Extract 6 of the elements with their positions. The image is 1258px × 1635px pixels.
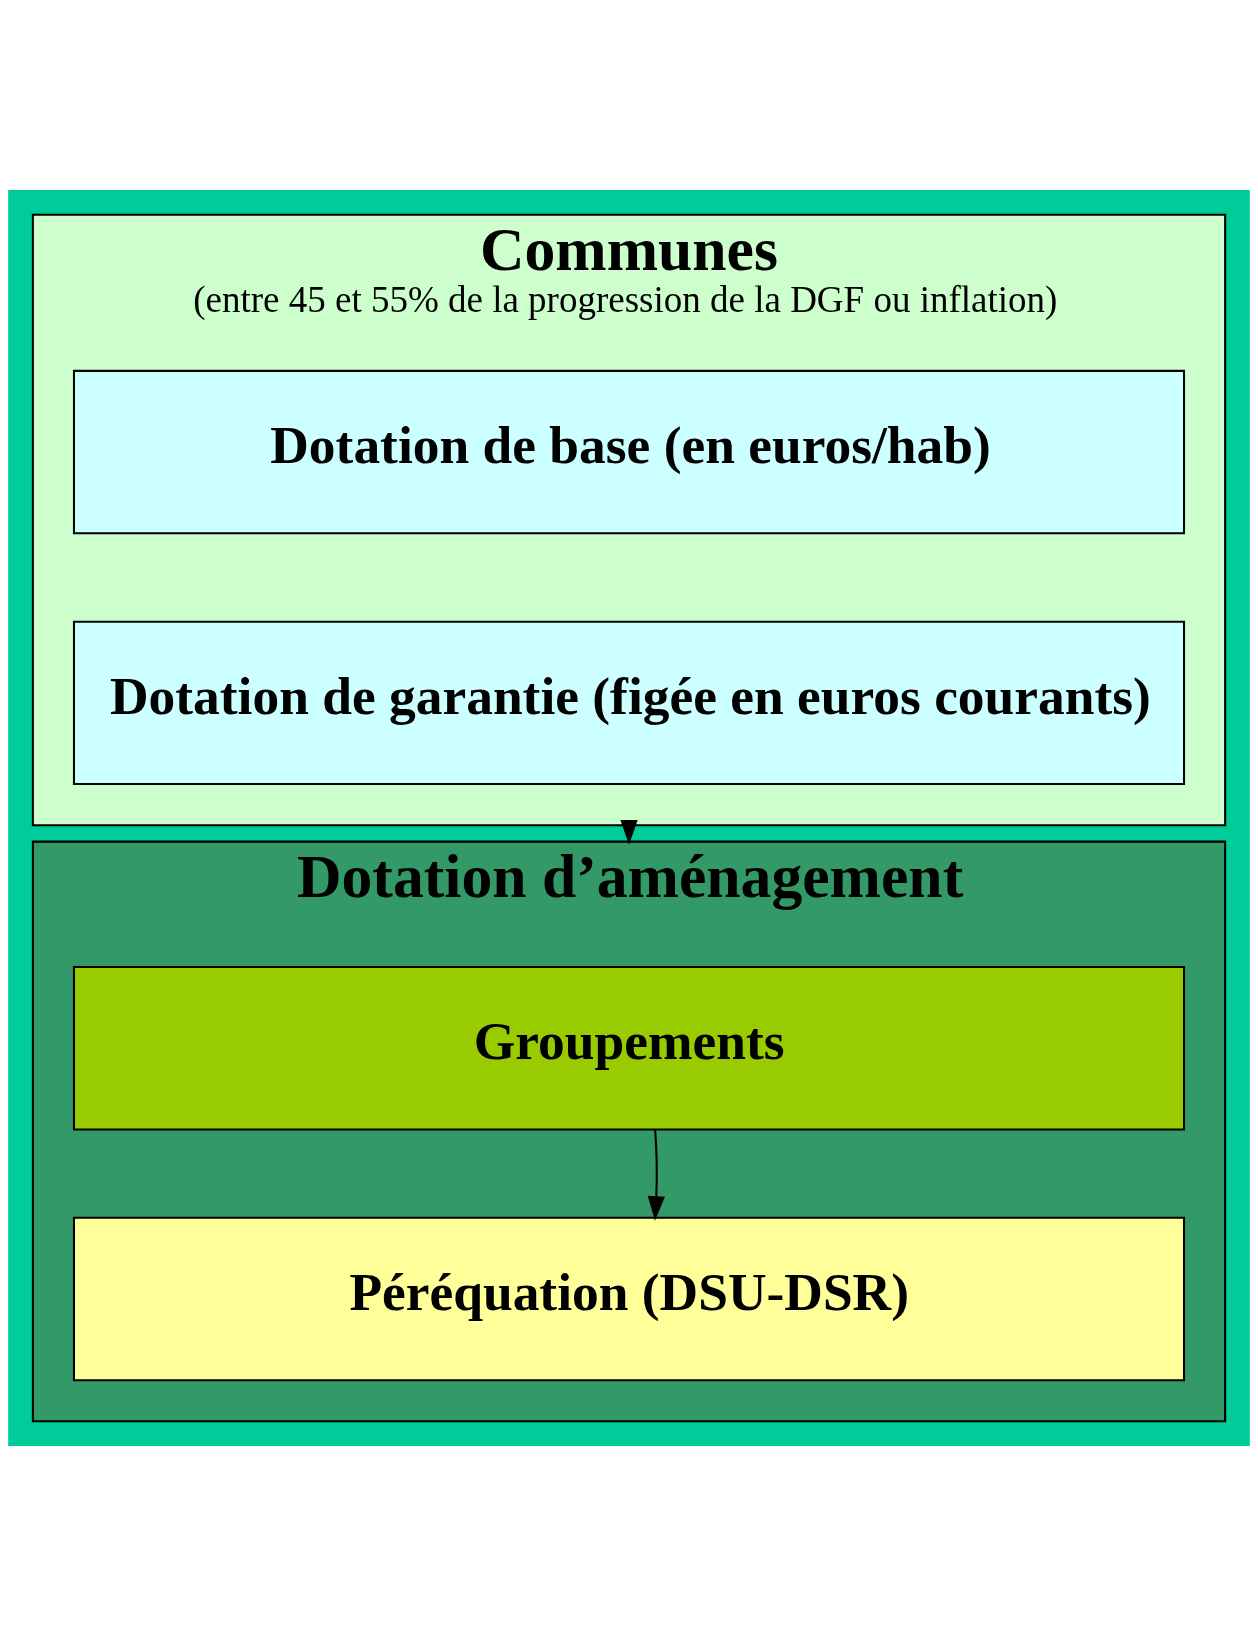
arrow bbox=[620, 819, 638, 845]
node-box: Péréquation (DSU-DSR) bbox=[72, 1216, 1186, 1381]
node-box: Dotation de garantie (figée en euros courants) bbox=[72, 620, 1186, 785]
node-box: Dotation de base (en euros/hab) bbox=[72, 369, 1186, 534]
node-box: Groupements bbox=[72, 965, 1186, 1130]
arrow bbox=[647, 1129, 665, 1221]
